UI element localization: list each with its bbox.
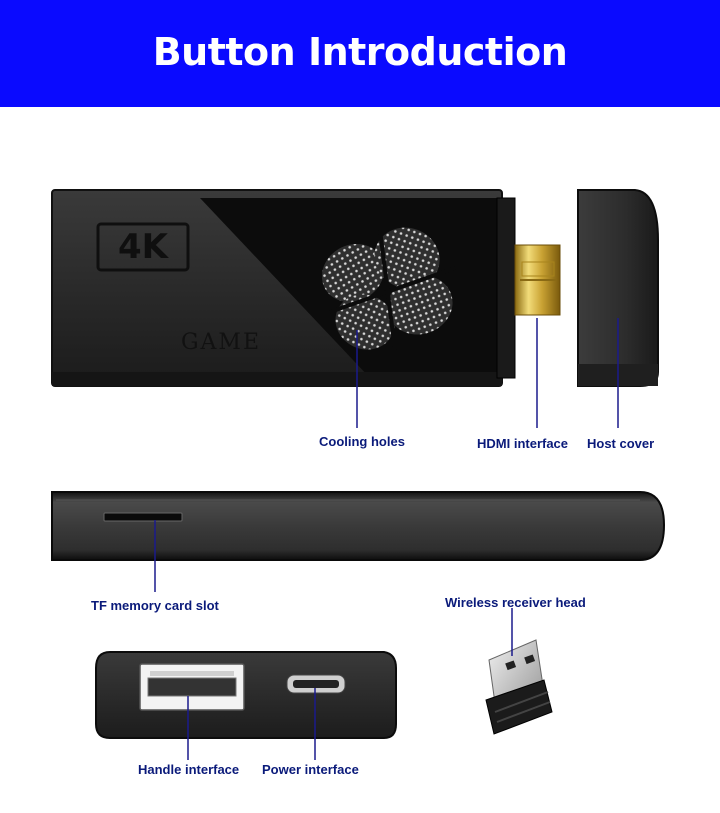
label-host-cover: Host cover [587, 436, 655, 451]
brand-text: GAME [181, 330, 261, 355]
4k-badge: 4K [118, 227, 170, 267]
label-power-interface: Power interface [262, 762, 359, 777]
stick-bottom-edge [52, 372, 502, 386]
label-cooling-holes: Cooling holes [319, 434, 405, 449]
label-tf-slot: TF memory card slot [91, 598, 219, 613]
header-banner: Button Introduction [0, 0, 720, 107]
4k-badge-frame [96, 222, 190, 272]
page-title: Button Introduction [152, 29, 568, 74]
label-handle-interface: Handle interface [138, 762, 240, 777]
cooling-holes-clover [321, 227, 456, 351]
wireless-receiver [485, 639, 553, 735]
game-stick-front: 4K GAME [51, 189, 503, 387]
game-stick-end [95, 651, 397, 739]
tf-card-slot [103, 512, 183, 522]
game-stick-side [51, 491, 666, 561]
label-hdmi-interface: HDMI interface [477, 436, 569, 451]
host-cover [577, 189, 659, 387]
hdmi-connector [496, 197, 561, 379]
label-wireless-receiver: Wireless receiver head [445, 595, 586, 610]
